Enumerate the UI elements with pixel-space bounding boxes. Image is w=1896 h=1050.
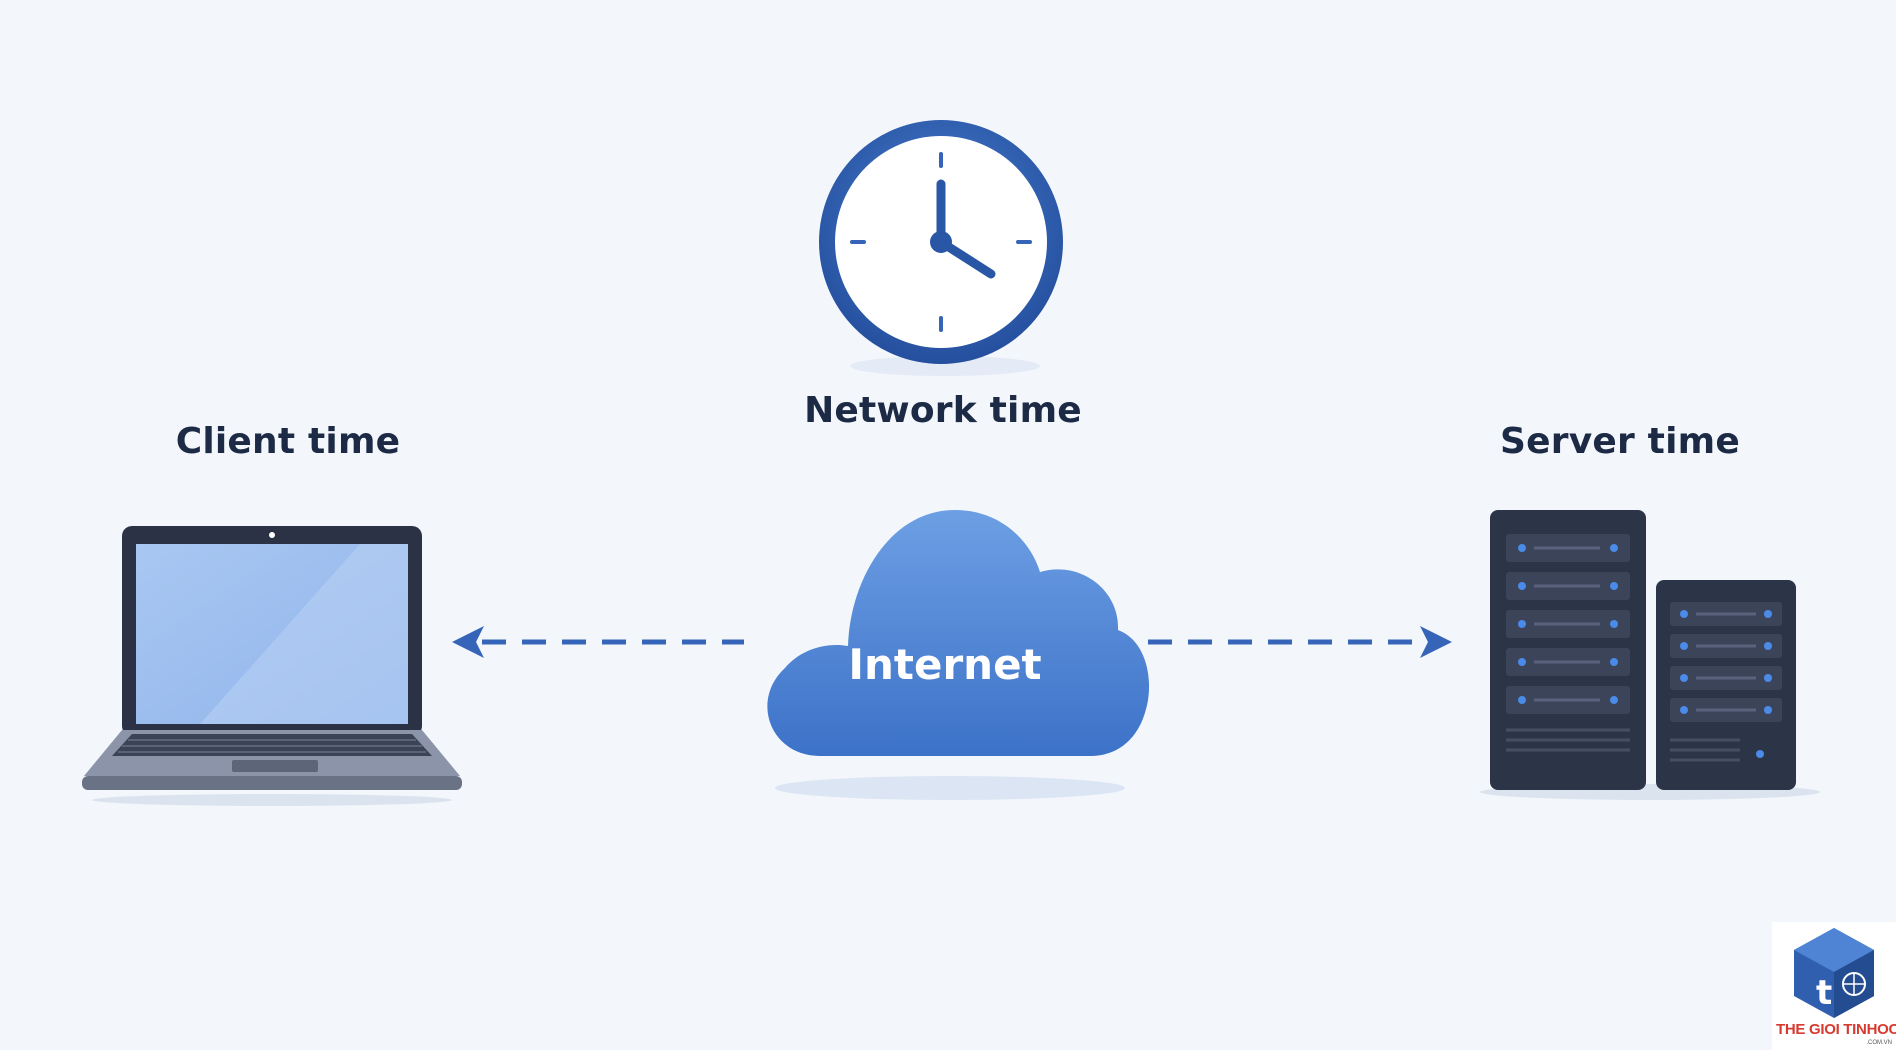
clock-icon <box>819 120 1063 376</box>
server-time-label: Server time <box>1500 421 1740 462</box>
server-rack-icon <box>1480 510 1820 800</box>
client-arrow <box>452 626 744 658</box>
logo-subtext: .COM.VN <box>1866 1040 1892 1046</box>
client-time-label: Client time <box>175 421 401 462</box>
network-time-label: Network time <box>804 390 1082 431</box>
logo-text: THE GIOI TINHOC <box>1776 1021 1896 1038</box>
logo-letter: t <box>1816 973 1832 1013</box>
laptop-icon <box>82 526 462 806</box>
server-arrow <box>1148 626 1452 658</box>
cube-logo-icon: t <box>1794 928 1874 1018</box>
internet-label: Internet <box>848 640 1042 689</box>
cloud-icon <box>767 510 1150 800</box>
